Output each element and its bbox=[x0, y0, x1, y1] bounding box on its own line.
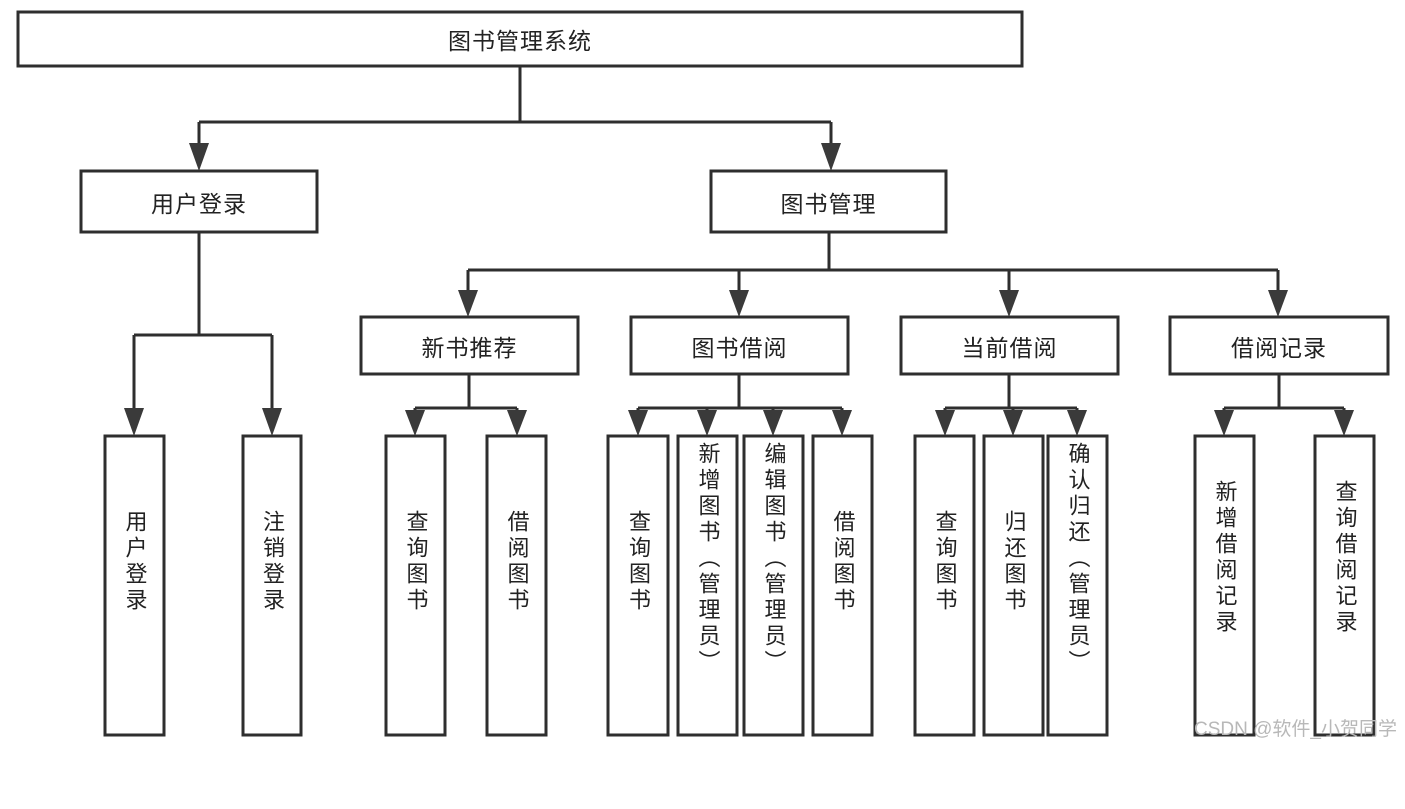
leaf-box-query-borrow-record[interactable] bbox=[1313, 434, 1376, 737]
connector-group-book-borrow bbox=[628, 374, 852, 436]
arrow-head-icon bbox=[1334, 410, 1354, 436]
connector-group-user-login bbox=[124, 232, 282, 436]
connector-group-book-mgmt bbox=[458, 232, 1288, 317]
leaf-box-borrow-book-nb[interactable] bbox=[485, 434, 548, 737]
node-box-user-login[interactable] bbox=[79, 169, 319, 234]
arrow-head-icon bbox=[507, 410, 527, 436]
arrow-head-icon bbox=[729, 290, 749, 317]
node-box-book-management[interactable] bbox=[709, 169, 948, 234]
arrow-head-icon bbox=[1067, 410, 1087, 436]
connector-group-current-borrow bbox=[935, 374, 1087, 436]
leaf-box-borrow-book-bb[interactable] bbox=[811, 434, 874, 737]
leaf-box-query-book-nb[interactable] bbox=[384, 434, 447, 737]
arrow-head-icon bbox=[1214, 410, 1234, 436]
connector-group-borrow-record bbox=[1214, 374, 1354, 436]
arrow-head-icon bbox=[697, 410, 717, 436]
watermark: CSDN @软件_小贺同学 bbox=[1194, 719, 1397, 740]
arrow-head-icon bbox=[763, 410, 783, 436]
leaf-box-query-book-cb[interactable] bbox=[913, 434, 976, 737]
arrow-head-icon bbox=[189, 143, 209, 171]
leaf-box-user-logout[interactable] bbox=[241, 434, 303, 737]
connector-group-root bbox=[189, 66, 841, 171]
leaf-box-add-borrow-record[interactable] bbox=[1193, 434, 1256, 737]
leaf-box-edit-book-admin[interactable] bbox=[742, 434, 805, 737]
arrow-head-icon bbox=[821, 143, 841, 171]
arrow-head-icon bbox=[935, 410, 955, 436]
leaf-box-user-login[interactable] bbox=[103, 434, 166, 737]
node-box-book-borrow[interactable] bbox=[629, 315, 850, 376]
node-box-borrow-record[interactable] bbox=[1168, 315, 1390, 376]
arrow-head-icon bbox=[832, 410, 852, 436]
leaf-box-return-book[interactable] bbox=[982, 434, 1045, 737]
leaf-box-confirm-return-admin[interactable] bbox=[1046, 434, 1109, 737]
arrow-head-icon bbox=[999, 290, 1019, 317]
arrow-head-icon bbox=[1003, 410, 1023, 436]
arrow-head-icon bbox=[628, 410, 648, 436]
arrow-head-icon bbox=[405, 410, 425, 436]
node-box-root[interactable] bbox=[16, 10, 1024, 68]
arrow-head-icon bbox=[458, 290, 478, 317]
leaf-box-query-book-bb[interactable] bbox=[606, 434, 670, 737]
arrow-head-icon bbox=[124, 408, 144, 436]
connector-group-new-book bbox=[405, 374, 527, 436]
tree-diagram-svg bbox=[16, 10, 1390, 737]
diagram-canvas: 图书管理系统 用户登录 图书管理 新书推荐 图书借阅 当前借阅 借阅记录 用户登… bbox=[16, 10, 1397, 740]
arrow-head-icon bbox=[1268, 290, 1288, 317]
node-box-new-book-recommend[interactable] bbox=[359, 315, 580, 376]
leaf-box-add-book-admin[interactable] bbox=[676, 434, 739, 737]
node-box-current-borrow[interactable] bbox=[899, 315, 1120, 376]
arrow-head-icon bbox=[262, 408, 282, 436]
